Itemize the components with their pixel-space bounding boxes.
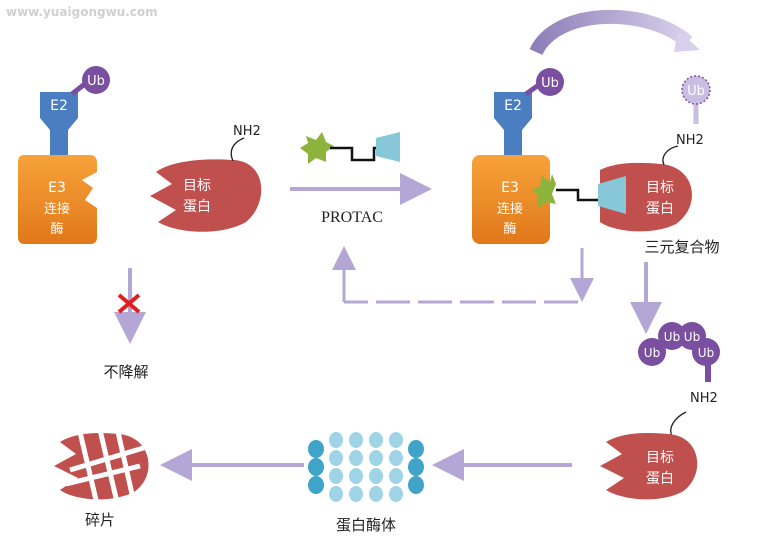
e2-enzyme-complex: E2 (494, 92, 532, 158)
proteasome-subunit (329, 468, 343, 484)
proteasome-subunit (308, 476, 324, 494)
ub-transfer-arrow (529, 9, 693, 56)
proteasome-subunit (369, 468, 383, 484)
proteasome-subunit (308, 458, 324, 476)
fragments-label: 碎片 (85, 511, 115, 529)
proteasome-subunit (389, 468, 403, 484)
proteasome-subunit (349, 450, 363, 466)
protac-recycle-loop (332, 246, 594, 304)
target-ligand-icon (376, 132, 400, 162)
ub-chain: Ub Ub Ub Ub (638, 322, 720, 382)
ubiquitin: Ub (70, 66, 110, 96)
e3-ligand-icon (300, 132, 334, 164)
fragments: 碎片 (54, 429, 151, 529)
nh2-label-poly: NH2 (690, 391, 718, 406)
target-label-line2: 蛋白 (183, 199, 211, 215)
proteasome-subunit (389, 486, 403, 502)
ub-chain-2: Ub (664, 330, 680, 344)
proteasome-label: 蛋白酶体 (336, 516, 396, 534)
proteasome: 蛋白酶体 (308, 432, 424, 534)
target-label-poly-line1: 目标 (646, 450, 674, 466)
no-degradation-label: 不降解 (103, 363, 148, 381)
proteasome-subunit (369, 432, 383, 448)
e3-label-complex: E3 (501, 180, 519, 196)
proteasome-subunit (349, 432, 363, 448)
proteasome-subunit (329, 432, 343, 448)
proteasome-subunit (408, 458, 424, 476)
ub-label-complex: Ub (541, 76, 559, 91)
e3-label-line3: 酶 (50, 221, 63, 237)
watermark-text: www.yuaigongwu.com (6, 5, 158, 19)
proteasome-subunit (329, 450, 343, 466)
bound-target-ligand-icon (598, 176, 626, 214)
e2-label: E2 (50, 98, 68, 114)
target-label-complex-line2: 蛋白 (646, 201, 674, 217)
proteasome-subunit (408, 440, 424, 458)
proteasome-subunit (349, 468, 363, 484)
target-label-complex-line1: 目标 (646, 180, 674, 196)
fragments-icon (54, 429, 151, 501)
protac-molecule (300, 132, 400, 164)
no-degradation-arrow (114, 268, 146, 344)
ub-transferred: Ub (681, 75, 711, 124)
proteasome-icon (308, 432, 424, 502)
proteasome-subunit (389, 450, 403, 466)
cross-icon (117, 293, 141, 314)
target-label-poly-line2: 蛋白 (646, 471, 674, 487)
target-label-line1: 目标 (183, 178, 211, 194)
target-protein: NH2 目标 蛋白 (150, 124, 262, 232)
e3-ligase-complex: E3 连接 酶 (472, 155, 550, 244)
e3-label-complex-line3: 酶 (503, 221, 516, 237)
e3-label-complex-line2: 连接 (497, 201, 523, 217)
proteasome-subunit (329, 486, 343, 502)
ub-chain-1: Ub (644, 346, 660, 360)
proteasome-subunit (408, 476, 424, 494)
bound-e3-ligand-icon (532, 174, 556, 208)
proteasome-subunit (389, 432, 403, 448)
ubiquitin-complex: Ub (524, 68, 564, 97)
e3-label-line2: 连接 (44, 201, 70, 217)
e3-label: E3 (48, 180, 66, 196)
ternary-complex-caption: 三元复合物 (644, 238, 719, 256)
e2-label-complex: E2 (504, 98, 522, 114)
polyubiquitinated-target: Ub Ub Ub Ub NH2 目标 蛋白 (600, 322, 720, 500)
e2-enzyme: E2 (40, 92, 78, 158)
proteasome-subunit (369, 450, 383, 466)
proteasome-subunit (349, 486, 363, 502)
protac-label: PROTAC (321, 209, 383, 226)
ub-chain-3: Ub (684, 330, 700, 344)
ub-label: Ub (87, 74, 105, 89)
proteasome-subunit (369, 486, 383, 502)
nh2-label: NH2 (233, 124, 261, 139)
e3-ligase: E3 连接 酶 (18, 155, 97, 244)
ub-transferred-label: Ub (687, 84, 705, 99)
left-panel: E2 Ub E3 连接 酶 NH2 目标 蛋白 (18, 66, 262, 381)
ternary-complex: E2 Ub E3 连接 酶 目标 蛋白 NH2 U (472, 9, 720, 256)
ub-chain-4: Ub (698, 346, 714, 360)
target-protein-complex: 目标 蛋白 NH2 (598, 133, 704, 232)
nh2-label-complex: NH2 (676, 133, 704, 148)
proteasome-subunit (308, 440, 324, 458)
